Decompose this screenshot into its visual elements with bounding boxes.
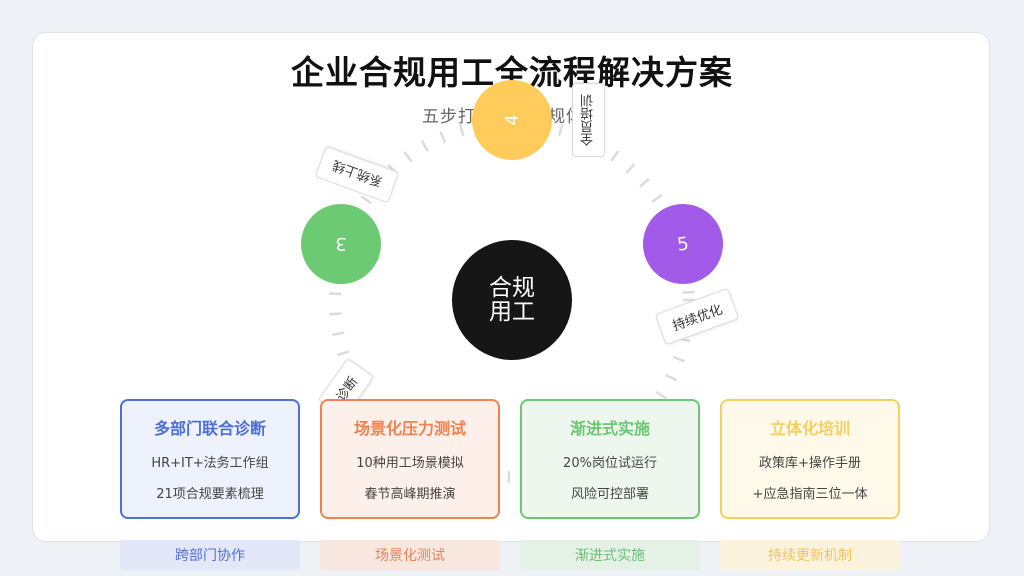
step-node-4-label: 4 bbox=[501, 114, 523, 126]
step-card-2-line1: 10种用工场景模拟 bbox=[356, 456, 464, 471]
step-node-4[interactable]: 4 bbox=[472, 80, 552, 160]
step-card-3-line2: 风险可控部署 bbox=[570, 487, 649, 502]
step-card-2-line2: 春节高峰期推演 bbox=[364, 487, 456, 502]
bottom-label-1: 跨部门协作 bbox=[120, 540, 300, 570]
ring-tick bbox=[421, 140, 429, 152]
step-card-4-line1: 政策库+操作手册 bbox=[759, 456, 861, 471]
step-card-1-line1: HR+IT+法务工作组 bbox=[151, 456, 269, 471]
step-card-1-title: 多部门联合诊断 bbox=[153, 419, 266, 438]
ring-tick bbox=[360, 195, 372, 204]
ring-tick bbox=[337, 350, 350, 356]
step-card-2-title: 场景化压力测试 bbox=[353, 419, 466, 438]
ring-tick bbox=[329, 312, 342, 316]
step-node-3-label: 3 bbox=[335, 233, 347, 255]
step-card-2[interactable]: 场景化压力测试 10种用工场景模拟 春节高峰期推演 bbox=[320, 399, 500, 519]
ring-tick bbox=[610, 150, 619, 162]
step-card-1-line2: 21项合规要素梳理 bbox=[156, 487, 264, 502]
step-card-1[interactable]: 多部门联合诊断 HR+IT+法务工作组 21项合规要素梳理 bbox=[120, 399, 300, 519]
ring-tick bbox=[403, 151, 413, 163]
center-hub-label: 合规用工 bbox=[489, 275, 535, 325]
ring-tick bbox=[665, 374, 677, 382]
step-node-3[interactable]: 3 bbox=[301, 204, 381, 284]
ring-tick bbox=[558, 123, 564, 136]
bottom-label-2: 场景化测试 bbox=[320, 540, 500, 570]
step-card-3[interactable]: 渐进式实施 20%岗位试运行 风险可控部署 bbox=[520, 399, 700, 519]
tag-full-training: 全员培训 bbox=[572, 83, 605, 157]
step-card-4[interactable]: 立体化培训 政策库+操作手册 +应急指南三位一体 bbox=[720, 399, 900, 519]
center-hub: 合规用工 bbox=[452, 240, 572, 360]
ring-tick bbox=[672, 356, 685, 363]
step-card-4-line2: +应急指南三位一体 bbox=[752, 487, 868, 502]
ring-tick bbox=[439, 131, 447, 143]
ring-tick bbox=[625, 163, 636, 174]
ring-tick bbox=[655, 391, 667, 400]
ring-tick bbox=[639, 178, 650, 188]
bottom-label-3: 渐进式实施 bbox=[520, 540, 700, 570]
ring-tick bbox=[459, 124, 465, 137]
bottom-label-4: 持续更新机制 bbox=[720, 540, 900, 570]
ring-tick bbox=[332, 331, 345, 336]
step-node-5-label: 5 bbox=[675, 232, 691, 256]
ring-tick bbox=[651, 194, 663, 203]
step-card-3-title: 渐进式实施 bbox=[569, 419, 650, 438]
step-card-3-line1: 20%岗位试运行 bbox=[563, 456, 657, 471]
step-card-4-title: 立体化培训 bbox=[769, 419, 850, 438]
